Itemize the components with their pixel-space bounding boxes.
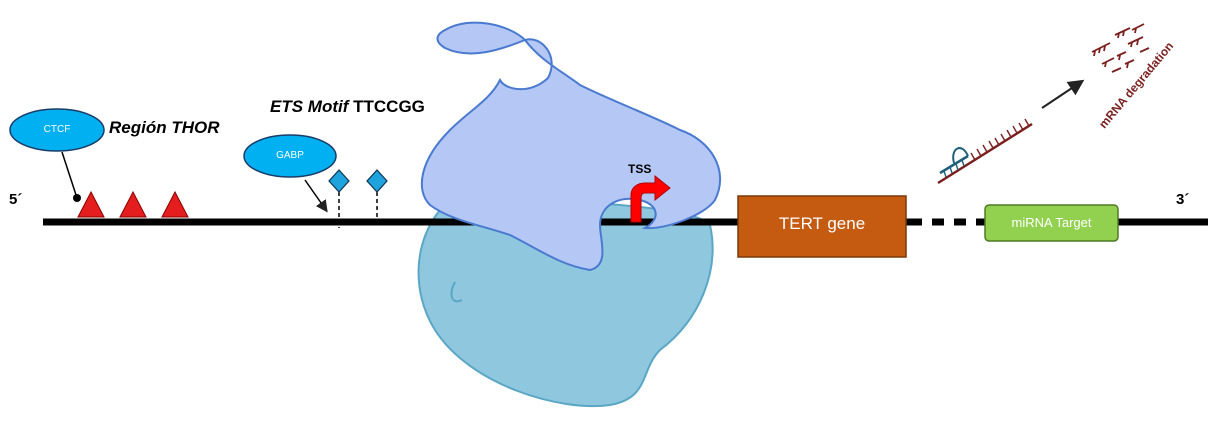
thor-triangle-icon — [77, 190, 105, 218]
thor-triangle-icon — [161, 190, 189, 218]
ets-motif-label: ETS Motif TTCCGG — [270, 97, 425, 117]
five-prime-label: 5´ — [9, 191, 23, 208]
gabp-arrow — [304, 179, 328, 213]
mirna-target-label: miRNA Target — [1011, 215, 1092, 230]
rna-polymerase-upper-subunit — [420, 21, 721, 272]
mrna-hairpin-icon — [937, 118, 1033, 185]
polymerase-notch — [450, 281, 463, 303]
ctcf-pointer — [61, 151, 78, 199]
ets-motif-name: ETS Motif — [270, 97, 349, 116]
thor-region-label: Región THOR — [109, 118, 220, 137]
gabp-oval — [243, 134, 337, 178]
ctcf-label: CTCF — [43, 124, 71, 135]
tert-gene-label: TERT gene — [778, 214, 866, 233]
ets-motif-sequence: TTCCGG — [353, 97, 425, 116]
tss-label: TSS — [628, 162, 652, 176]
ets-diamond-icon — [366, 169, 388, 193]
gabp-label: GABP — [276, 150, 304, 161]
tert-gene-box — [737, 195, 907, 258]
ctcf-pointer-dot — [73, 194, 81, 202]
rna-polymerase-lower-subunit — [417, 200, 714, 408]
ctcf-oval — [9, 108, 105, 152]
degradation-arrow — [1041, 79, 1085, 109]
three-prime-label: 3´ — [1176, 191, 1190, 208]
ets-diamond-icon — [328, 169, 350, 193]
degraded-mrna-fragments-icon — [1091, 23, 1150, 73]
mirna-target-box — [984, 204, 1119, 242]
tss-arrow-icon — [630, 174, 671, 223]
thor-triangle-icon — [119, 190, 147, 218]
